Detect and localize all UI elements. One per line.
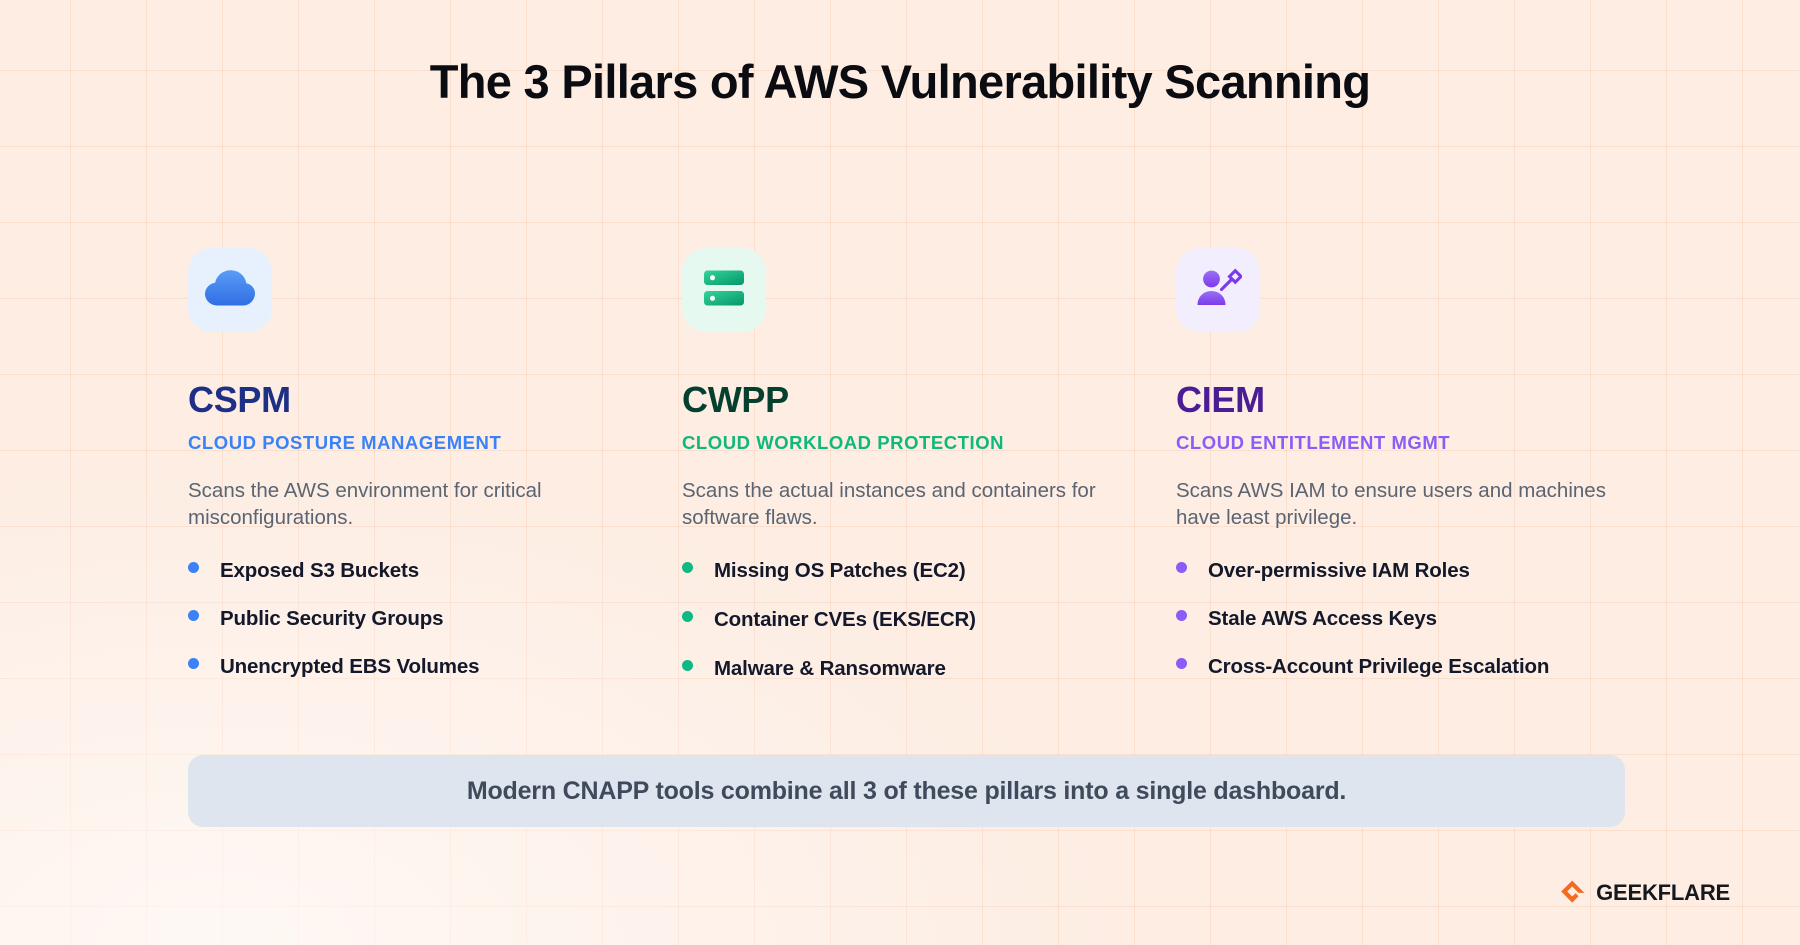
bullet-label: Container CVEs (EKS/ECR) xyxy=(714,608,976,632)
cspm-icon-tile xyxy=(188,248,272,332)
bullet-dot-icon xyxy=(682,562,693,574)
ciem-description: Scans AWS IAM to ensure users and machin… xyxy=(1176,479,1606,530)
cspm-acronym: CSPM xyxy=(188,379,291,420)
cwpp-description: Scans the actual instances and container… xyxy=(682,479,1096,530)
bullet-label: Over-permissive IAM Roles xyxy=(1208,559,1470,583)
bullet-dot-icon xyxy=(188,562,199,574)
cloud-icon xyxy=(205,269,255,312)
list-item: Exposed S3 Buckets xyxy=(188,559,682,583)
bullet-label: Public Security Groups xyxy=(220,607,444,631)
bullet-dot-icon xyxy=(188,658,199,670)
bullet-label: Unencrypted EBS Volumes xyxy=(220,655,480,679)
list-item: Unencrypted EBS Volumes xyxy=(188,655,682,679)
summary-banner: Modern CNAPP tools combine all 3 of thes… xyxy=(188,755,1625,827)
ciem-bullet-list: Over-permissive IAM Roles Stale AWS Acce… xyxy=(1176,559,1700,679)
pillar-card-cwpp: CWPP CLOUD WORKLOAD PROTECTION Scans the… xyxy=(682,248,1176,706)
list-item: Public Security Groups xyxy=(188,607,682,631)
cwpp-bullet-list: Missing OS Patches (EC2) Container CVEs … xyxy=(682,559,1176,681)
bullet-dot-icon xyxy=(1176,658,1187,670)
pillars-row: CSPM CLOUD POSTURE MANAGEMENT Scans the … xyxy=(188,248,1700,706)
list-item: Missing OS Patches (EC2) xyxy=(682,559,1176,583)
list-item: Stale AWS Access Keys xyxy=(1176,607,1700,631)
pillar-card-cspm: CSPM CLOUD POSTURE MANAGEMENT Scans the … xyxy=(188,248,682,706)
bullet-label: Missing OS Patches (EC2) xyxy=(714,559,966,583)
user-key-icon xyxy=(1194,266,1244,315)
list-item: Malware & Ransomware xyxy=(682,657,1176,681)
cwpp-icon-tile xyxy=(682,248,766,332)
cwpp-acronym: CWPP xyxy=(682,379,789,420)
bullet-label: Cross-Account Privilege Escalation xyxy=(1208,655,1550,679)
brand-logo: GEEKFLARE xyxy=(1558,879,1730,907)
page-title: The 3 Pillars of AWS Vulnerability Scann… xyxy=(429,55,1371,108)
bullet-dot-icon xyxy=(1176,610,1187,622)
brand-logo-text: GEEKFLARE xyxy=(1596,880,1730,905)
summary-banner-text: Modern CNAPP tools combine all 3 of thes… xyxy=(466,776,1347,805)
pillar-card-ciem: CIEM CLOUD ENTITLEMENT MGMT Scans AWS IA… xyxy=(1176,248,1700,706)
cspm-description: Scans the AWS environment for critical m… xyxy=(188,479,542,530)
ciem-icon-tile xyxy=(1176,248,1260,332)
bullet-dot-icon xyxy=(1176,562,1187,574)
bullet-label: Stale AWS Access Keys xyxy=(1208,607,1437,631)
cspm-bullet-list: Exposed S3 Buckets Public Security Group… xyxy=(188,559,682,679)
server-icon xyxy=(701,265,747,316)
cwpp-subtitle: CLOUD WORKLOAD PROTECTION xyxy=(682,432,1005,453)
ciem-subtitle: CLOUD ENTITLEMENT MGMT xyxy=(1176,432,1451,453)
bullet-dot-icon xyxy=(682,660,693,672)
list-item: Over-permissive IAM Roles xyxy=(1176,559,1700,583)
bullet-label: Malware & Ransomware xyxy=(714,657,946,681)
cspm-subtitle: CLOUD POSTURE MANAGEMENT xyxy=(188,432,502,453)
list-item: Cross-Account Privilege Escalation xyxy=(1176,655,1700,679)
bullet-label: Exposed S3 Buckets xyxy=(220,559,419,583)
geekflare-logo-icon xyxy=(1558,879,1586,907)
bullet-dot-icon xyxy=(188,610,199,622)
bullet-dot-icon xyxy=(682,611,693,623)
ciem-acronym: CIEM xyxy=(1176,379,1265,420)
list-item: Container CVEs (EKS/ECR) xyxy=(682,608,1176,632)
